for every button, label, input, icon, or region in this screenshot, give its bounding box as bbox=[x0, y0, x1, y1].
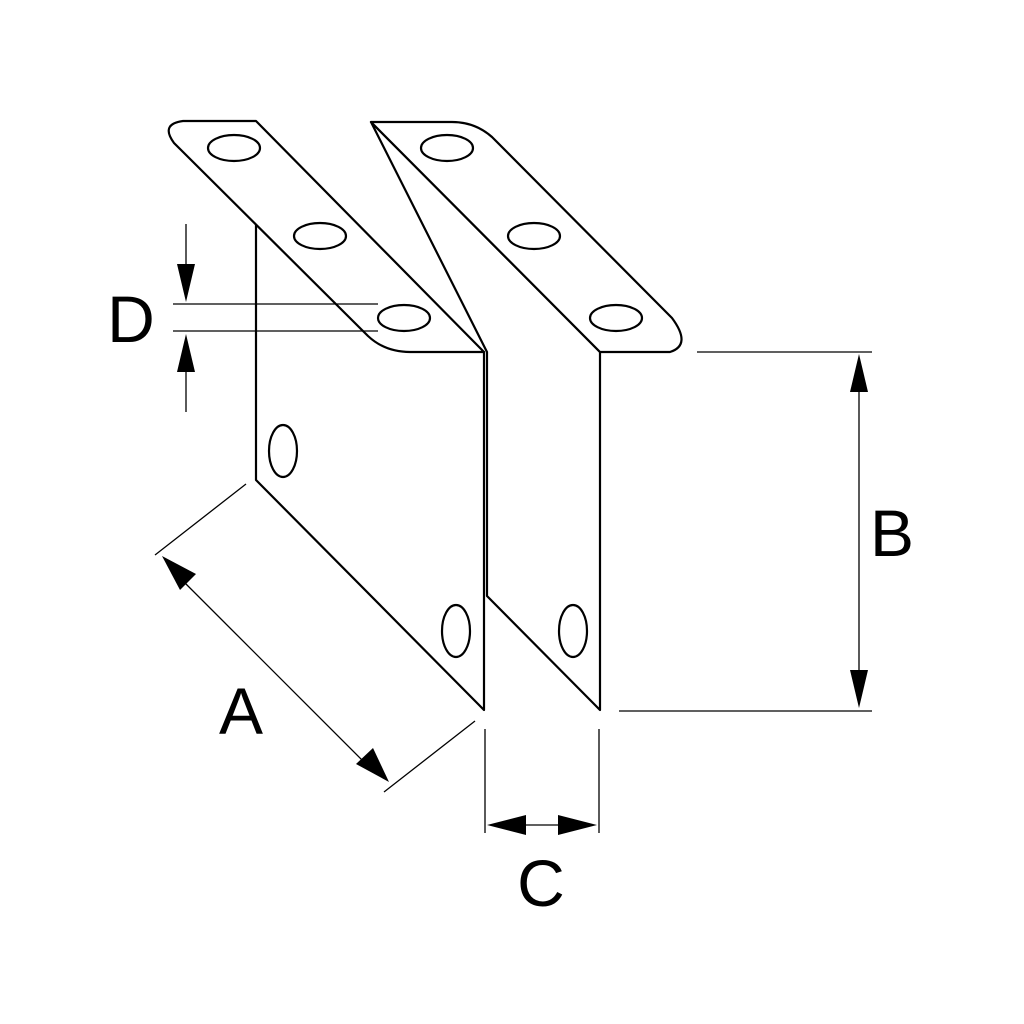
left-plate-hole-2 bbox=[440, 603, 472, 659]
dimension-d-arrow-down bbox=[177, 264, 195, 302]
dimension-d-label: D bbox=[107, 282, 155, 356]
dimension-a-extension-bottom bbox=[383, 720, 476, 793]
dimension-c-arrow-right bbox=[558, 815, 597, 835]
left-bracket bbox=[167, 119, 486, 712]
dimension-a: A bbox=[154, 483, 476, 793]
left-flange-hole-2 bbox=[292, 221, 348, 251]
right-plate-hole-1 bbox=[557, 603, 589, 659]
dimension-c-label: C bbox=[517, 846, 565, 920]
dimension-a-extension-top bbox=[154, 483, 247, 556]
dimension-b-arrow-down bbox=[850, 670, 868, 708]
dimension-d: D bbox=[107, 224, 378, 412]
dimension-c-arrow-left bbox=[487, 815, 526, 835]
dimension-b: B bbox=[619, 351, 914, 712]
dimension-a-line bbox=[179, 577, 371, 769]
right-flange-hole-3 bbox=[588, 303, 644, 333]
left-flange-hole-1 bbox=[206, 133, 262, 163]
right-flange-hole-1 bbox=[419, 133, 475, 163]
right-flange-hole-2 bbox=[506, 221, 562, 251]
dimension-a-label: A bbox=[219, 674, 263, 748]
dimension-a-arrow-lower bbox=[356, 748, 389, 782]
left-plate-hole-1 bbox=[267, 423, 299, 479]
dimension-b-arrow-up bbox=[850, 354, 868, 392]
right-bracket bbox=[369, 120, 683, 712]
left-flange-hole-3 bbox=[376, 303, 432, 333]
dimension-d-arrow-up bbox=[177, 334, 195, 372]
dimension-a-arrow-upper bbox=[162, 556, 196, 590]
dimension-b-label: B bbox=[870, 496, 914, 570]
dimension-c: C bbox=[484, 729, 600, 920]
